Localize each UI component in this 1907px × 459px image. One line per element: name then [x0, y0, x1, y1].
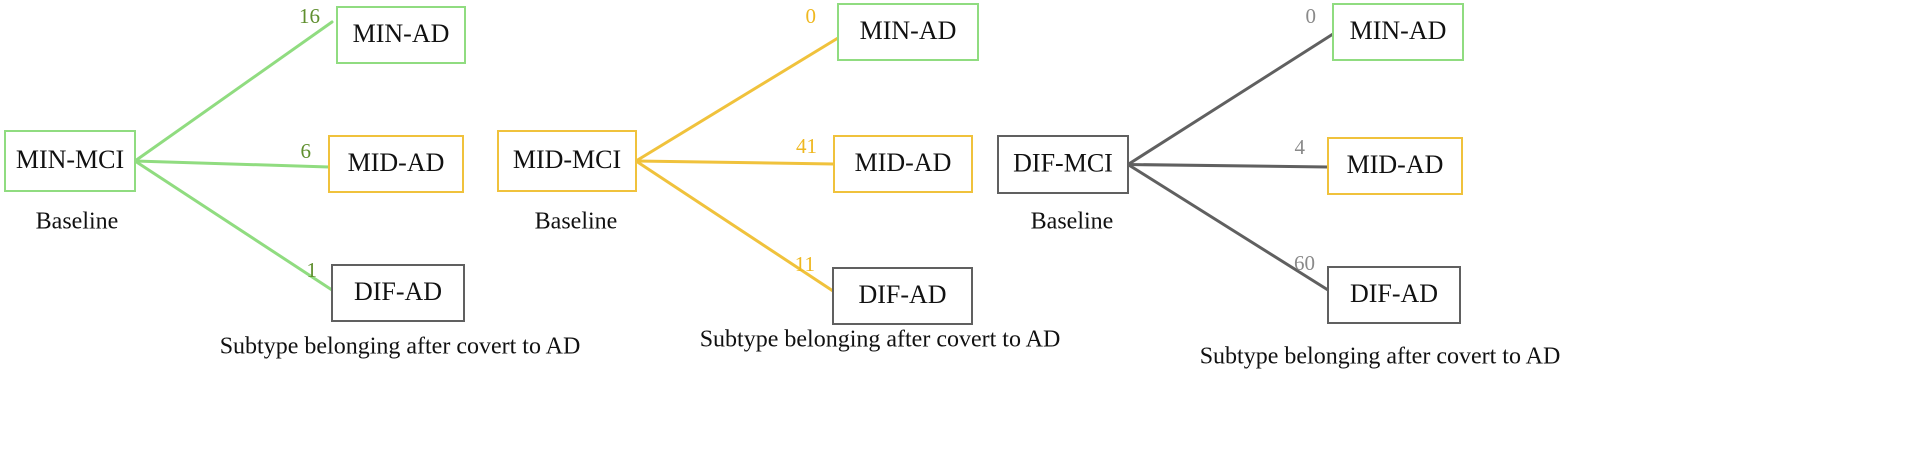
transition-count: 4	[1295, 135, 1306, 159]
outcome-label: MIN-AD	[353, 19, 450, 48]
tree-caption: Subtype belonging after covert to AD	[220, 334, 581, 360]
baseline-box	[497, 130, 637, 192]
branch-line	[634, 159, 836, 166]
branch-line	[1126, 163, 1330, 292]
outcome-label: DIF-AD	[858, 280, 946, 309]
outcome-box	[1332, 3, 1464, 61]
transition-count: 41	[796, 134, 817, 158]
outcome-label: MIN-AD	[1350, 16, 1447, 45]
branch-line	[133, 159, 334, 292]
transition-count: 11	[795, 252, 815, 276]
outcome-box	[833, 135, 973, 193]
outcome-label: MID-AD	[348, 148, 445, 177]
baseline-label: MIN-MCI	[16, 145, 124, 174]
outcome-label: DIF-AD	[1350, 279, 1438, 308]
branch-line	[133, 159, 331, 169]
transition-count: 60	[1294, 251, 1315, 275]
outcome-box	[328, 135, 464, 193]
outcome-box	[837, 3, 979, 61]
baseline-box	[997, 135, 1129, 194]
outcome-label: MID-AD	[855, 148, 952, 177]
outcome-box	[832, 267, 973, 325]
baseline-label: DIF-MCI	[1013, 148, 1113, 177]
branch-line	[1126, 32, 1335, 166]
outcome-label: MIN-AD	[860, 16, 957, 45]
baseline-box	[4, 130, 136, 192]
transition-count: 16	[299, 4, 320, 28]
transition-count: 0	[806, 4, 817, 28]
tree-caption: Subtype belonging after covert to AD	[700, 327, 1061, 353]
baseline-caption: Baseline	[1031, 209, 1114, 235]
transition-count: 1	[307, 258, 318, 282]
transition-count: 6	[301, 139, 312, 163]
tree-caption: Subtype belonging after covert to AD	[1200, 344, 1561, 370]
baseline-label: MID-MCI	[513, 145, 621, 174]
branch-line	[634, 36, 840, 163]
outcome-box	[336, 6, 466, 64]
outcome-box	[1327, 266, 1461, 324]
branch-line	[634, 159, 835, 293]
outcome-box	[1327, 137, 1463, 195]
outcome-label: DIF-AD	[354, 277, 442, 306]
transition-count: 0	[1306, 4, 1317, 28]
branch-line	[1126, 163, 1330, 169]
baseline-caption: Baseline	[535, 209, 618, 235]
outcome-box	[331, 264, 465, 322]
baseline-caption: Baseline	[36, 209, 119, 235]
branch-line	[133, 20, 334, 163]
outcome-label: MID-AD	[1347, 150, 1444, 179]
